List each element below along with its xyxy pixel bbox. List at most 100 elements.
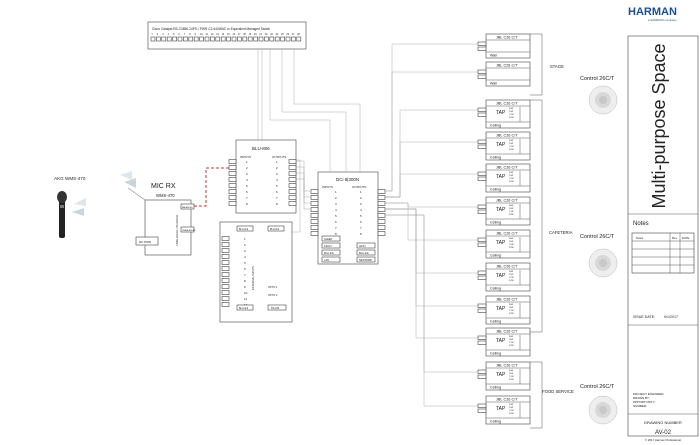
- wireless-mic: AKG WMS-470 MIC RX WMS-470 UNBALANCED • …: [54, 167, 236, 256]
- blu-input-jack: [228, 159, 237, 164]
- blu-output-number: 4: [276, 178, 278, 182]
- switch-port: [166, 36, 172, 42]
- amp-output-jack: [377, 213, 386, 218]
- speaker-model: JBL C26 C/T: [496, 298, 518, 302]
- switch-port: [285, 36, 291, 42]
- amp-input-number: 2: [335, 196, 337, 200]
- switch-port-number: 8: [189, 33, 191, 36]
- blu-input-jack: [228, 183, 237, 188]
- expander-input-jack: [221, 296, 230, 301]
- amp-input-jack: [310, 201, 319, 206]
- audio-cable: [296, 166, 311, 198]
- switch-port: [183, 36, 188, 42]
- switch-port-number: 11: [205, 33, 208, 36]
- expander-input-jack: [221, 242, 230, 247]
- blu-output-number: 8: [276, 202, 278, 206]
- amp-port: [356, 242, 376, 249]
- switch-port-number: 25: [281, 33, 284, 36]
- blu-output-jack: [288, 171, 297, 176]
- amp-input-jack: [310, 195, 319, 200]
- amp-input-number: 4: [335, 208, 337, 212]
- amp-output-jack: [377, 195, 386, 200]
- switch-port-number: 7: [184, 33, 186, 36]
- expander-input-jack: [221, 236, 230, 241]
- blu-input-number: 8: [246, 202, 248, 206]
- expander-input-jack: [221, 302, 230, 307]
- switch-port: [253, 36, 258, 42]
- speaker-jack: [477, 209, 487, 214]
- speaker-jack: [477, 41, 487, 46]
- speaker-tap-label: TAP: [496, 306, 506, 312]
- switch-port-number: 12: [211, 33, 214, 36]
- switch-port-number: 1: [151, 33, 153, 36]
- speaker-jack: [477, 340, 487, 345]
- speaker-jack: [477, 112, 487, 117]
- amp-input-jack: [310, 219, 319, 224]
- switch-port: [226, 36, 231, 42]
- speaker-jack: [477, 275, 487, 280]
- blu-output-jack: [288, 195, 297, 200]
- mic-rx-port-2: UNBALANCED: [182, 229, 196, 232]
- amp-input-number: 8: [335, 232, 337, 236]
- speaker-jack: [477, 237, 487, 242]
- speaker-model: JBL C26 C/T: [496, 102, 518, 106]
- switch-title: Cisco Catalyst RS-C3850-24PS • PWR-C2-64…: [152, 27, 270, 31]
- speaker-tap-value: 3.8W: [509, 413, 514, 415]
- drawing-number: AV-02: [655, 430, 672, 436]
- switch-port-number: 22: [265, 33, 268, 36]
- switch-port-number: 6: [178, 33, 180, 36]
- blu-input-number: 7: [246, 196, 248, 200]
- blu-output-number: 5: [276, 184, 278, 188]
- expander-input-jack: [221, 248, 230, 253]
- speaker-tap-value: 7.5W: [509, 376, 514, 378]
- amp-output-jack: [377, 231, 386, 236]
- speaker-tap-label: TAP: [496, 240, 506, 246]
- control-label-1: Control 26C/T: [580, 76, 615, 82]
- switch-port: [210, 36, 215, 42]
- blu-input-number: 2: [246, 166, 248, 170]
- switch-port-number: 20: [254, 33, 257, 36]
- project-info-line: OPPORTUNITY:: [633, 400, 655, 404]
- switch-port-number: 2: [157, 33, 159, 36]
- switch-port: [296, 36, 302, 42]
- amp-input-number: 3: [335, 202, 337, 206]
- expander-input-number: 4: [244, 255, 246, 259]
- speaker-cable: [385, 109, 478, 198]
- blu-title: BLU-806: [252, 146, 270, 151]
- amp-port-label: SLEEP: [324, 237, 333, 241]
- speaker-tap-value: 15W: [509, 143, 513, 145]
- speaker-tap-value: 30W: [509, 205, 513, 207]
- speaker-cable: [385, 214, 478, 407]
- amp-title: DCi 8|300N: [336, 177, 359, 182]
- speaker-tap-label: TAP: [496, 338, 506, 344]
- switch-port-number: 4: [168, 33, 170, 36]
- speaker-model: JBL C26 C/T: [496, 134, 518, 138]
- switch-port: [242, 36, 248, 42]
- speaker-jack: [477, 369, 487, 374]
- switch-port: [247, 36, 253, 42]
- mic-rx-model: WMS-470: [156, 193, 175, 198]
- speaker-tap-value: 7.5W: [509, 178, 514, 180]
- speaker-cable: [385, 214, 478, 373]
- expander-input-number: 9: [244, 285, 246, 289]
- blu-input-number: 5: [246, 184, 248, 188]
- zones: STAGE CAFETERIA FOOD SERVICE: [530, 33, 574, 429]
- switch-port-number: 21: [259, 33, 262, 36]
- speaker-tap-value: 15W: [509, 111, 513, 113]
- control-label-2: Control 26C/T: [580, 234, 615, 240]
- speaker-model: JBL C26 C/T: [496, 166, 518, 170]
- notes-title: Notes: [633, 221, 649, 227]
- blu-input-number: 6: [246, 190, 248, 194]
- amp-output-number: 8: [360, 232, 362, 236]
- connection-wires: [269, 43, 478, 407]
- speaker-tap-label: TAP: [496, 273, 506, 279]
- title-block: Multi-purpose Space Notes Notes Rev DATE…: [627, 35, 699, 442]
- blu-output-number: 2: [276, 166, 278, 170]
- speaker-tap-value: 30W: [509, 370, 513, 372]
